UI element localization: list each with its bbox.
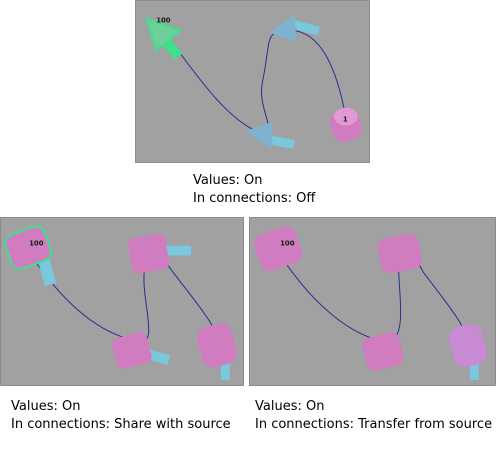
caption-connections: In connections: Off	[193, 191, 316, 206]
viewport-bottom-right[interactable]: 100	[249, 217, 496, 386]
viewport-top-scene: 100 1	[144, 14, 366, 150]
selected-cylinder-icon[interactable]: 100	[3, 224, 57, 287]
connection-curve	[274, 247, 473, 357]
cylinder-value-label: 100	[280, 240, 295, 248]
arrow-value-label: 100	[156, 17, 171, 25]
caption-values: Values: On	[193, 173, 263, 188]
caption-connections: In connections: Share with source	[11, 417, 231, 432]
arrow-icon[interactable]	[269, 14, 320, 43]
cylinder-icon[interactable]	[376, 232, 423, 274]
viewport-bottom-right-scene: 100	[251, 224, 489, 381]
cylinder-icon[interactable]	[360, 330, 405, 372]
connection-curve	[157, 22, 347, 134]
cylinder-value-label: 100	[29, 240, 44, 248]
connection-curve	[25, 247, 225, 357]
viewport-bottom-left[interactable]: 100	[0, 217, 244, 386]
cylinder-icon[interactable]	[127, 233, 192, 275]
caption-bottom-right: Values: On In connections: Transfer from…	[255, 398, 492, 434]
selected-arrow-icon[interactable]: 100	[144, 17, 183, 60]
cylinder-icon[interactable]	[111, 331, 171, 371]
caption-top: Values: On In connections: Off	[193, 172, 315, 208]
caption-connections: In connections: Transfer from source	[255, 417, 493, 432]
cylinder-icon[interactable]: 100	[251, 224, 305, 274]
cylinder-value-label: 1	[343, 116, 348, 124]
viewport-bottom-left-scene: 100	[3, 224, 239, 381]
caption-bottom-left: Values: On In connections: Share with so…	[11, 398, 231, 434]
caption-values: Values: On	[255, 399, 325, 414]
caption-values: Values: On	[11, 399, 81, 414]
arrow-icon[interactable]	[245, 121, 295, 150]
cylinder-icon[interactable]: 1	[327, 106, 366, 146]
cylinder-icon[interactable]	[194, 321, 239, 381]
cylinder-icon[interactable]	[446, 321, 489, 381]
viewport-top[interactable]: 100 1	[135, 0, 370, 163]
